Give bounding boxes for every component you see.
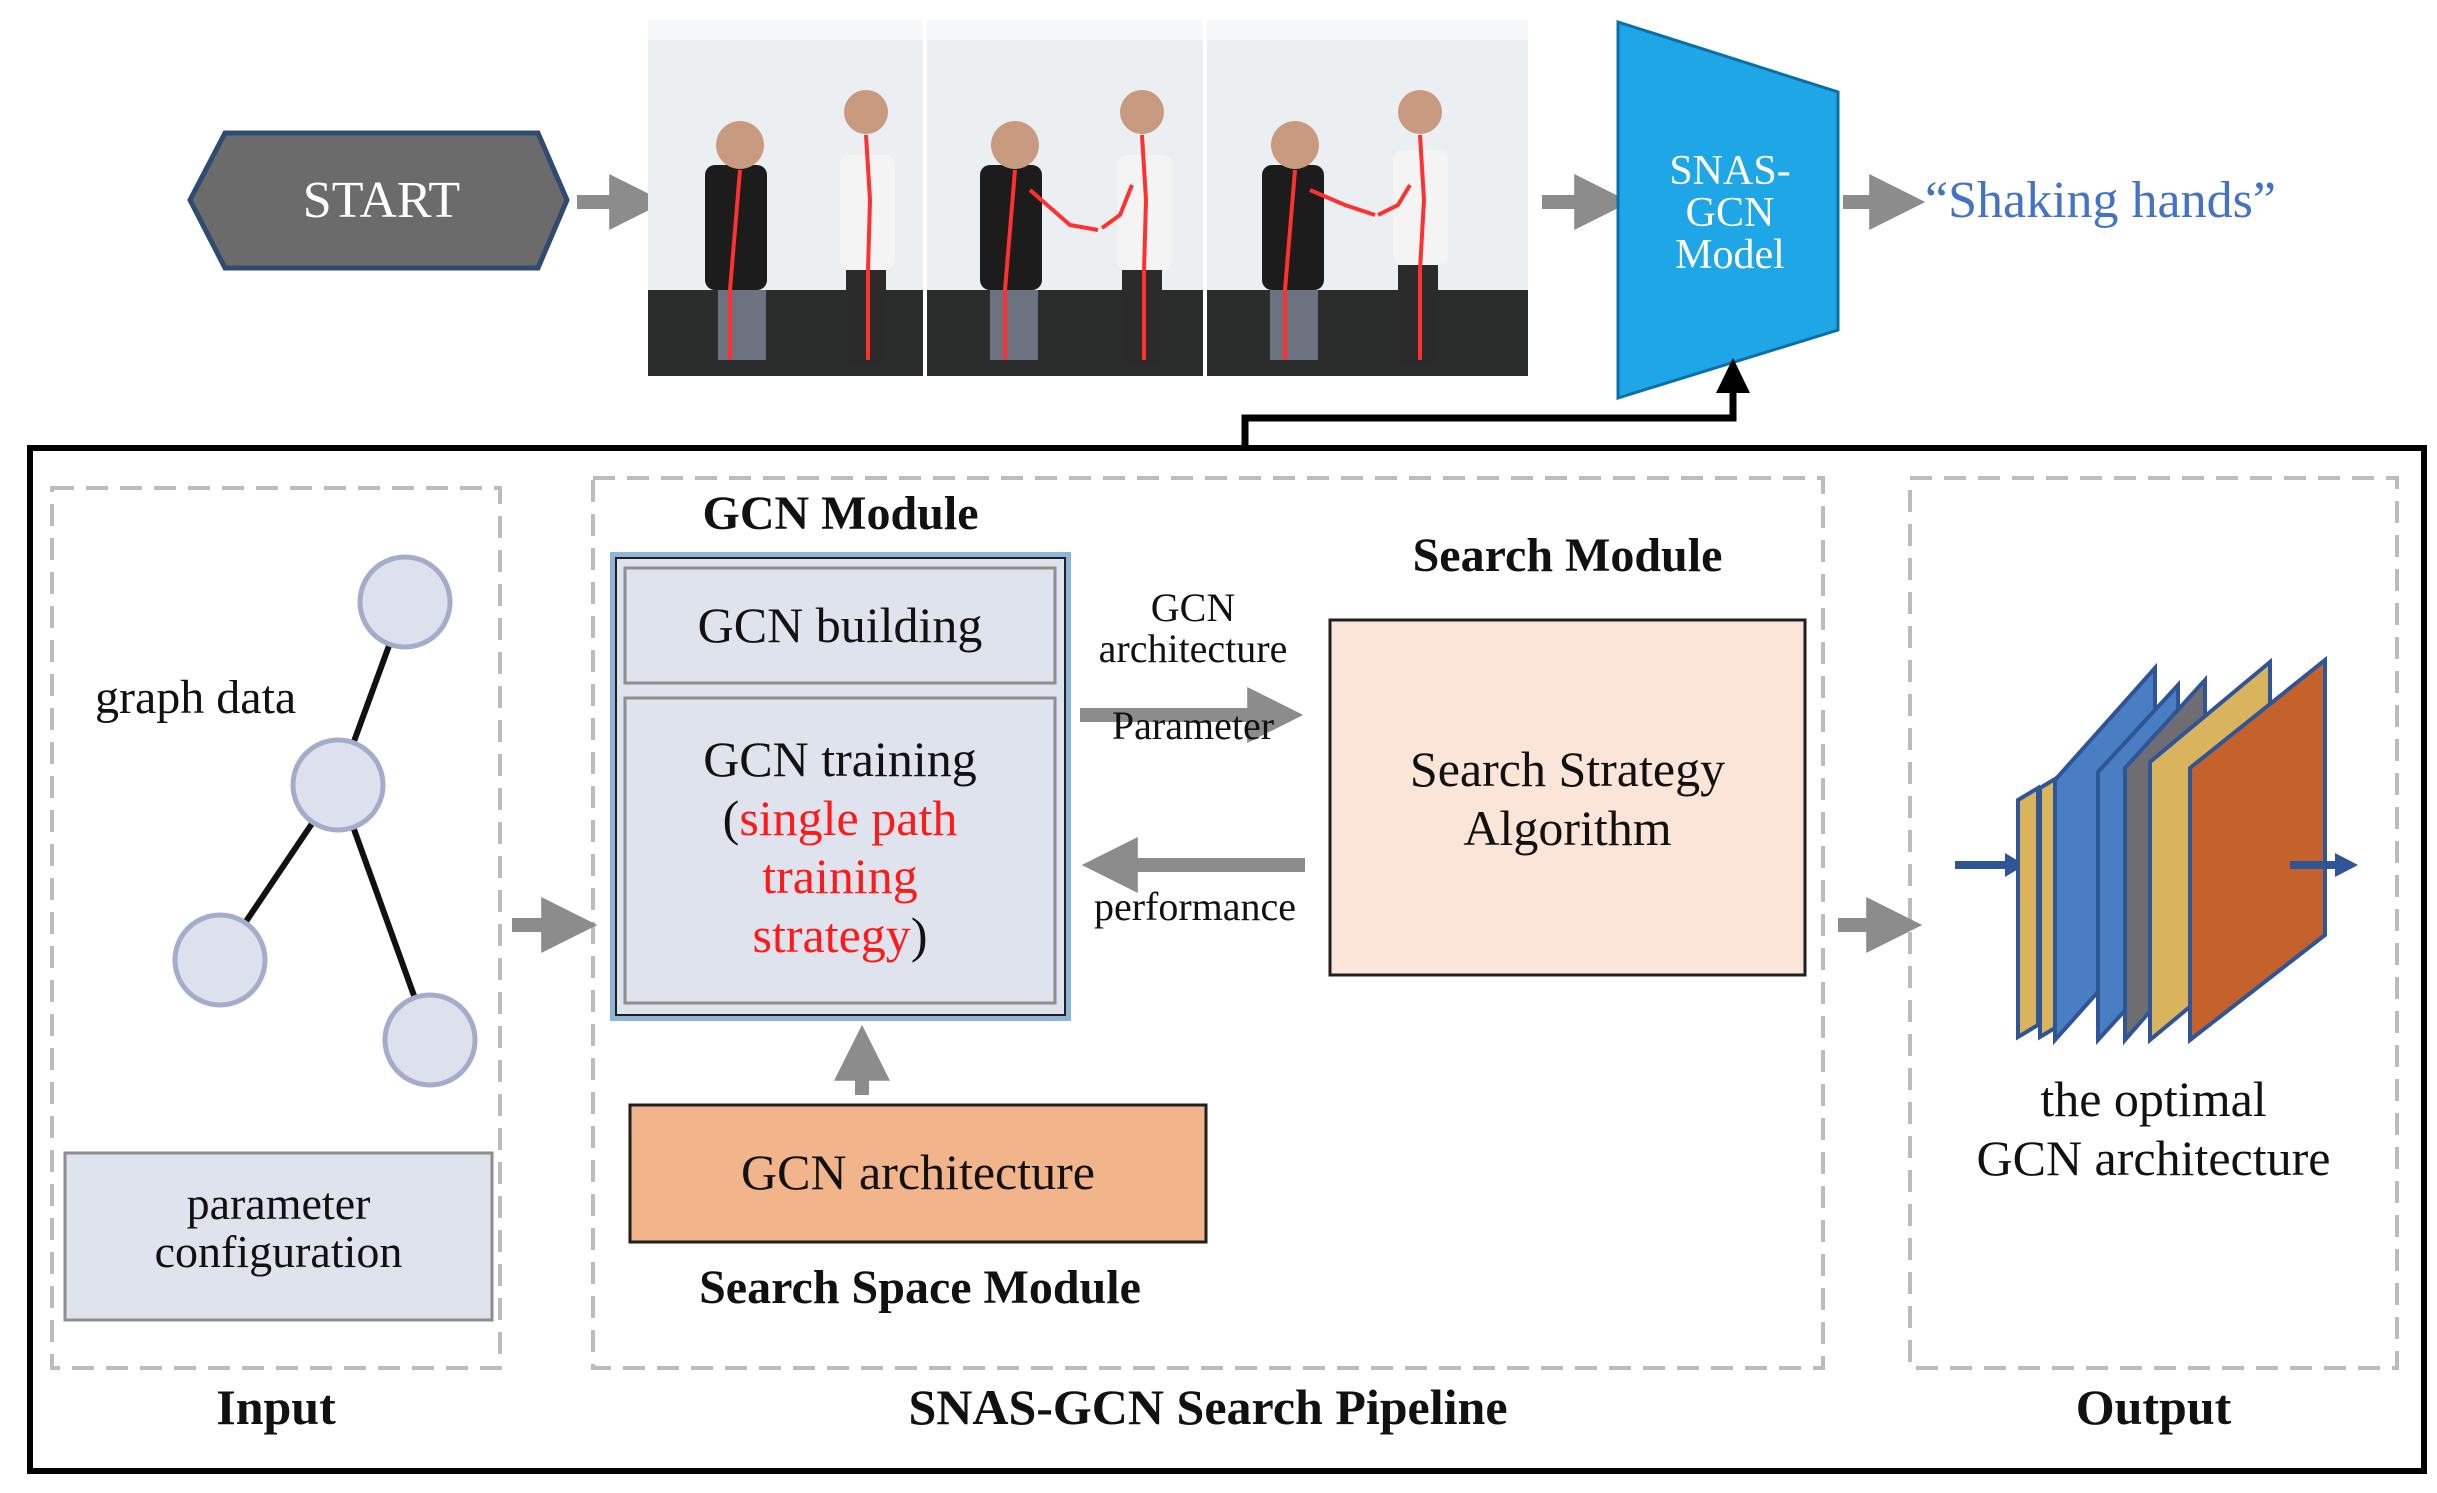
graph-data-label: graph data [95, 671, 297, 724]
input-section-box [50, 486, 502, 1370]
arch-arrow-line-3: Parameter [1111, 702, 1275, 748]
pipeline-outer-frame [27, 445, 2427, 1474]
snas-gcn-model-shape [1616, 19, 1840, 401]
model-label-line-1: SNAS- [1669, 148, 1791, 194]
arch-arrow-line-1: GCN [1150, 585, 1236, 630]
start-label: START [302, 172, 461, 229]
search-space-title: Search Space Module [699, 1261, 1141, 1314]
gcn-module-inner-border [615, 557, 1066, 1016]
optimal-line-1: the optimal [2040, 1071, 2267, 1127]
pipeline-to-model-connector [1241, 385, 1737, 447]
gcn-training-label: GCN training (single path training strat… [625, 730, 1055, 964]
frame-2-people [980, 90, 1172, 365]
frame-3-people [1262, 90, 1448, 365]
gcn-training-box [623, 696, 1057, 1005]
pipeline-section-label: SNAS-GCN Search Pipeline [908, 1379, 1508, 1435]
gcn-building-label: GCN building [697, 597, 983, 653]
performance-arrow-label: performance [1093, 884, 1297, 929]
search-space-box [628, 1103, 1208, 1244]
architecture-arrow-label: GCN architecture Parameter [1068, 585, 1318, 748]
search-space-box-label: GCN architecture [740, 1144, 1095, 1200]
action-output-label: “Shaking hands” [1925, 172, 2276, 229]
output-section-label: Output [2075, 1379, 2232, 1435]
graph-node [382, 992, 478, 1088]
search-strategy-line-1: Search Strategy [1409, 741, 1726, 797]
search-strategy-label: Search Strategy Algorithm [1330, 740, 1805, 857]
close-paren: ) [910, 906, 928, 963]
input-section-label: Input [216, 1379, 336, 1435]
graph-node [357, 554, 453, 650]
arch-arrow-line-2: architecture [1098, 625, 1288, 671]
start-node [187, 130, 570, 271]
gcn-module-title: GCN Module [702, 487, 979, 540]
output-section-box [1908, 476, 2399, 1370]
search-strategy-box [1328, 618, 1807, 977]
gcn-training-line-4: strategy) [625, 906, 1055, 965]
model-label: SNAS- GCN Model [1625, 150, 1835, 276]
search-strategy-line-2: Algorithm [1463, 799, 1672, 856]
optimal-architecture-label: the optimal GCN architecture [1910, 1070, 2397, 1187]
open-paren: ( [722, 789, 740, 846]
frame-1-people [705, 90, 895, 365]
gcn-training-line-3: training [762, 848, 918, 904]
graph-data-illustration [172, 554, 478, 1088]
search-module-title: Search Module [1412, 529, 1723, 582]
parameter-configuration-label: parameter configuration [65, 1178, 492, 1278]
pipeline-to-model-arrowhead [1716, 358, 1750, 393]
gcn-layers-illustration [1955, 655, 2358, 1046]
strategy-text: strategy [752, 906, 911, 963]
single-path-text: single path [739, 789, 958, 846]
model-label-line-3: Model [1675, 232, 1785, 278]
video-frames [648, 20, 1528, 376]
graph-node [172, 912, 268, 1008]
gcn-training-line-2: (single path [625, 789, 1055, 848]
parameter-label-line-2: configuration [154, 1226, 403, 1278]
optimal-line-2: GCN architecture [1976, 1129, 2331, 1186]
graph-node [290, 737, 386, 833]
model-label-line-2: GCN [1685, 190, 1775, 236]
gcn-training-line-1: GCN training [703, 731, 977, 787]
parameter-configuration-box [63, 1151, 494, 1322]
parameter-label-line-1: parameter [186, 1178, 371, 1229]
gcn-building-box [623, 566, 1057, 685]
